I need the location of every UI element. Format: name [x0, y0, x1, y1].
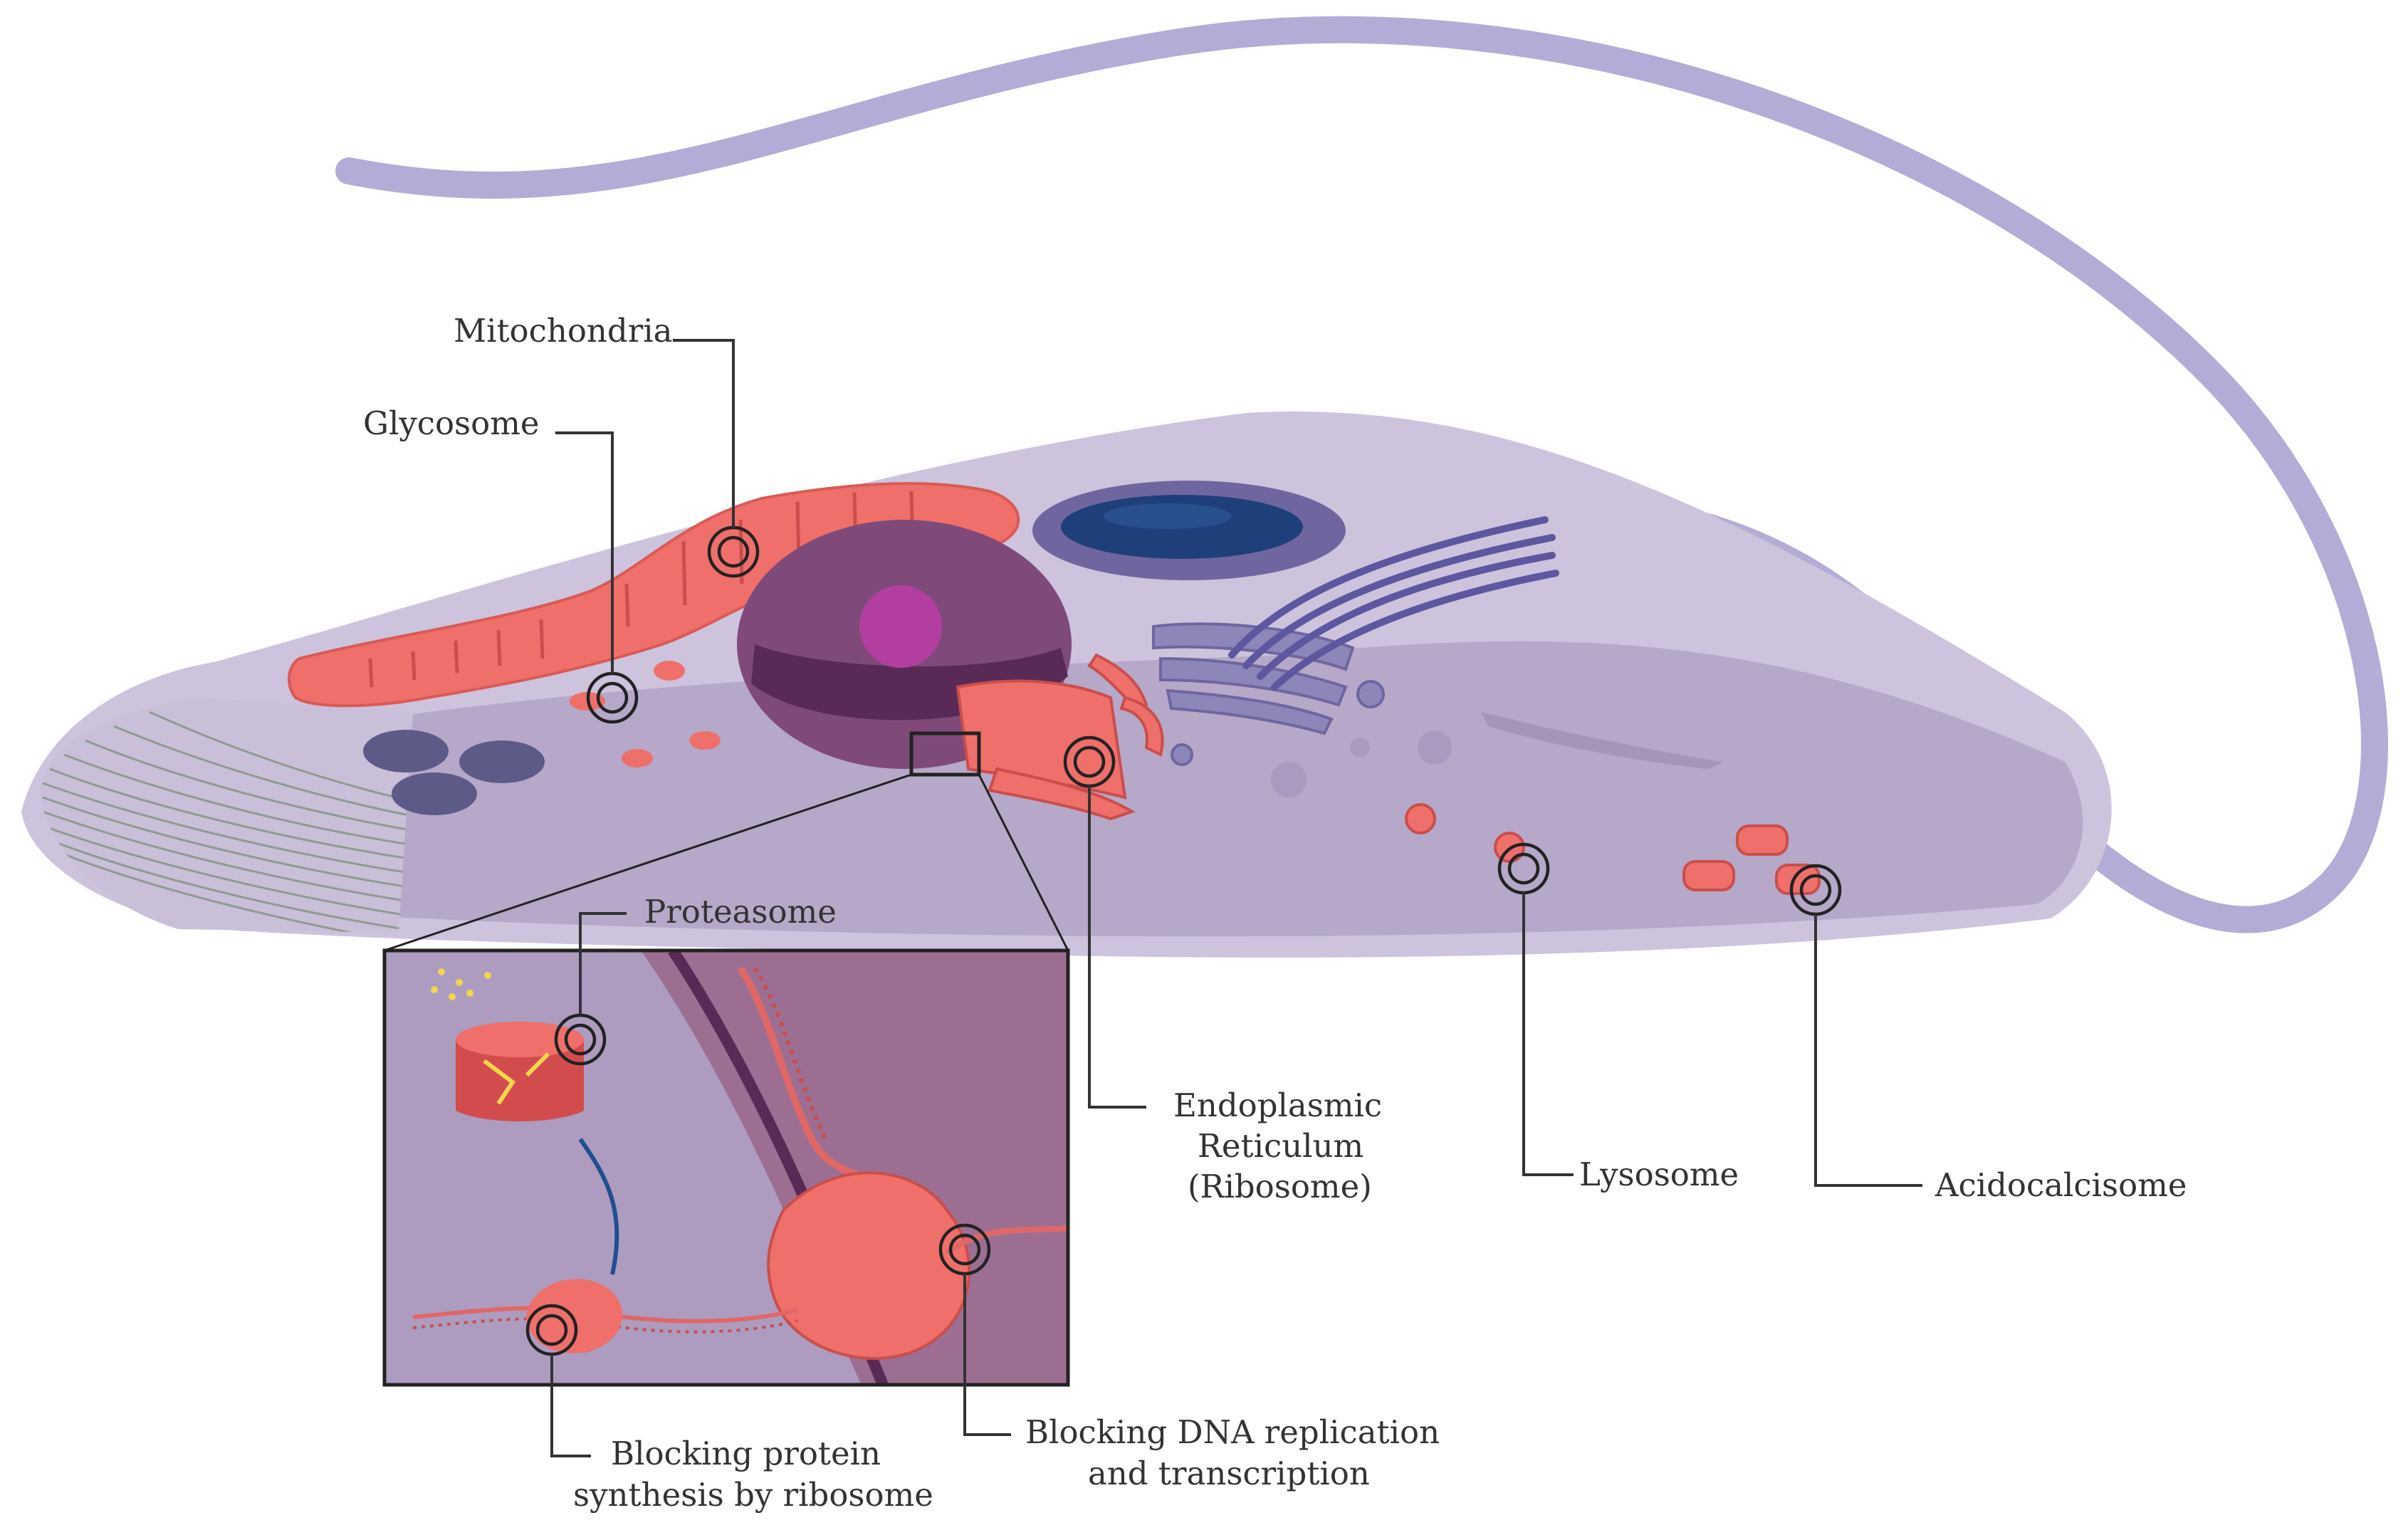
- posterior-striations: [42, 711, 413, 933]
- label-dna-block-line2: and transcription: [1088, 1455, 1370, 1492]
- label-dna-block-line1: Blocking DNA replication: [1025, 1413, 1440, 1451]
- label-er-line3: (Ribosome): [1188, 1168, 1372, 1205]
- posterior-end: [40, 698, 413, 933]
- inset-detail: [384, 950, 1068, 1385]
- flagellar-rods: [1228, 516, 1559, 691]
- label-mitochondria: Mitochondria: [454, 312, 672, 350]
- label-er-line1: Endoplasmic: [1173, 1086, 1382, 1124]
- label-ribosome-block-line2: synthesis by ribosome: [573, 1476, 933, 1514]
- kinetoplast: [1032, 481, 1346, 580]
- cytoplasm-fold: [1481, 712, 1723, 769]
- label-lysosome: Lysosome: [1579, 1156, 1739, 1193]
- cytoplasm-band: [175, 641, 2083, 937]
- leader-lines: [550, 339, 1922, 1457]
- label-proteasome: Proteasome: [644, 893, 837, 931]
- label-er-line2: Reticulum: [1198, 1127, 1363, 1165]
- label-ribosome-block-line1: Blocking protein: [611, 1435, 881, 1472]
- nucleolus: [859, 585, 942, 668]
- zoom-region-box: [909, 731, 981, 777]
- label-glycosome: Glycosome: [363, 404, 540, 442]
- vesicles: [363, 730, 1452, 815]
- acidocalcisomes: [1405, 803, 1821, 895]
- golgi-apparatus: [1152, 622, 1385, 766]
- label-acidocalcisome: Acidocalcisome: [1935, 1166, 2187, 1204]
- endoplasmic-reticulum: [956, 653, 1164, 821]
- inset-frame: [382, 948, 1070, 1387]
